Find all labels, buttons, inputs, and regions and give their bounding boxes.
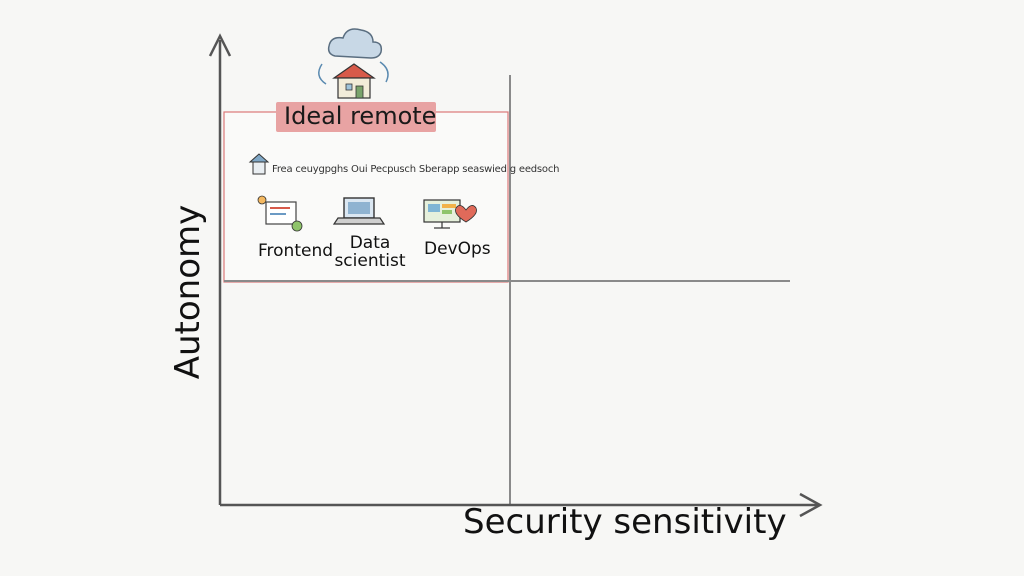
- quadrant-caption: Frea ceuygpghs Oui Pecpusch Sberapp seas…: [272, 164, 560, 175]
- design-board-icon: [257, 195, 303, 232]
- small-house-icon: [248, 153, 270, 175]
- house-icon: [332, 63, 376, 99]
- role-label-data-scientist: Data scientist: [334, 233, 406, 271]
- quadrant-title: Ideal remote: [284, 102, 437, 130]
- sync-arrows-icon: [318, 61, 389, 85]
- cloud-icon: [327, 28, 383, 59]
- laptop-icon: [332, 197, 386, 225]
- x-axis-label: Security sensitivity: [463, 502, 787, 542]
- role-label-frontend: Frontend: [258, 241, 334, 261]
- highlighted-quadrant: [223, 111, 509, 283]
- role-label-devops: DevOps: [424, 239, 491, 259]
- y-axis-arrowhead: [208, 33, 232, 57]
- quadrant-title-highlight: [276, 102, 436, 132]
- heart-icon: [455, 205, 477, 223]
- x-axis-arrowhead: [799, 492, 823, 518]
- y-axis-label: Autonomy: [168, 204, 208, 380]
